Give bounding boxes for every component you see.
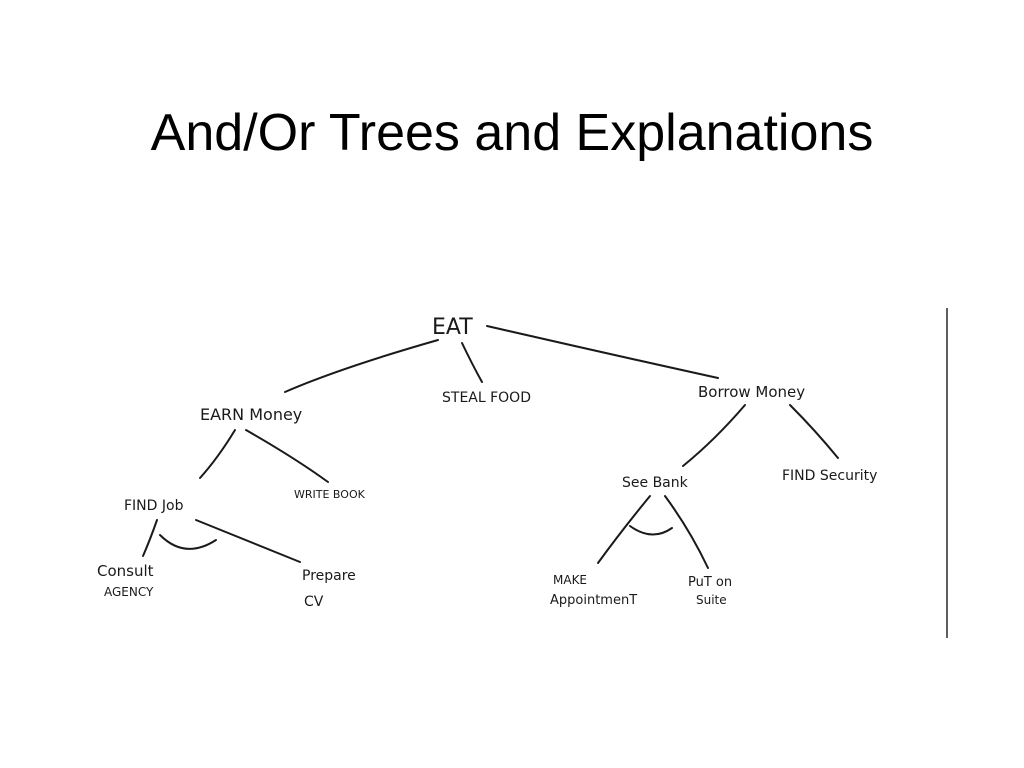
node-make-appointment-line2: AppointmenT (550, 593, 637, 608)
node-find-security: FIND Security (782, 468, 877, 484)
node-make-appointment-line1: MAKE (553, 573, 587, 587)
node-consult-agency-line1: Consult (97, 562, 154, 580)
edge-eat-steal-food (461, 342, 483, 383)
edge-see-bank-put-on-suite (664, 495, 709, 569)
edge-eat-borrow-money (486, 325, 719, 379)
node-prepare-cv-line2: CV (304, 594, 324, 610)
edge-earn-find-job (199, 429, 236, 479)
edge-eat-earn-money (284, 339, 439, 393)
and-arc-see-bank (629, 525, 673, 536)
node-borrow-money: Borrow Money (698, 383, 805, 401)
node-steal-food: STEAL FOOD (442, 390, 531, 406)
node-find-job: FIND Job (124, 498, 184, 514)
node-see-bank: See Bank (622, 475, 689, 491)
slide-title: And/Or Trees and Explanations (150, 104, 874, 162)
edge-borrow-find-security (789, 404, 839, 459)
edge-find-job-consult (142, 519, 158, 557)
edge-earn-write-book (245, 429, 329, 483)
node-eat: EAT (432, 315, 473, 340)
edge-borrow-see-bank (682, 404, 746, 467)
edge-see-bank-make-appointment (597, 495, 651, 564)
node-put-on-suite-line2: Suite (696, 593, 727, 607)
node-earn-money: EARN Money (200, 405, 302, 424)
edge-find-job-prepare (195, 519, 301, 563)
and-arc-find-job (159, 534, 217, 550)
node-prepare-cv-line1: Prepare (302, 568, 356, 584)
node-put-on-suite-line1: PuT on (688, 575, 732, 590)
node-write-book: WRITE BOOK (294, 488, 366, 501)
node-consult-agency-line2: AGENCY (104, 585, 154, 599)
